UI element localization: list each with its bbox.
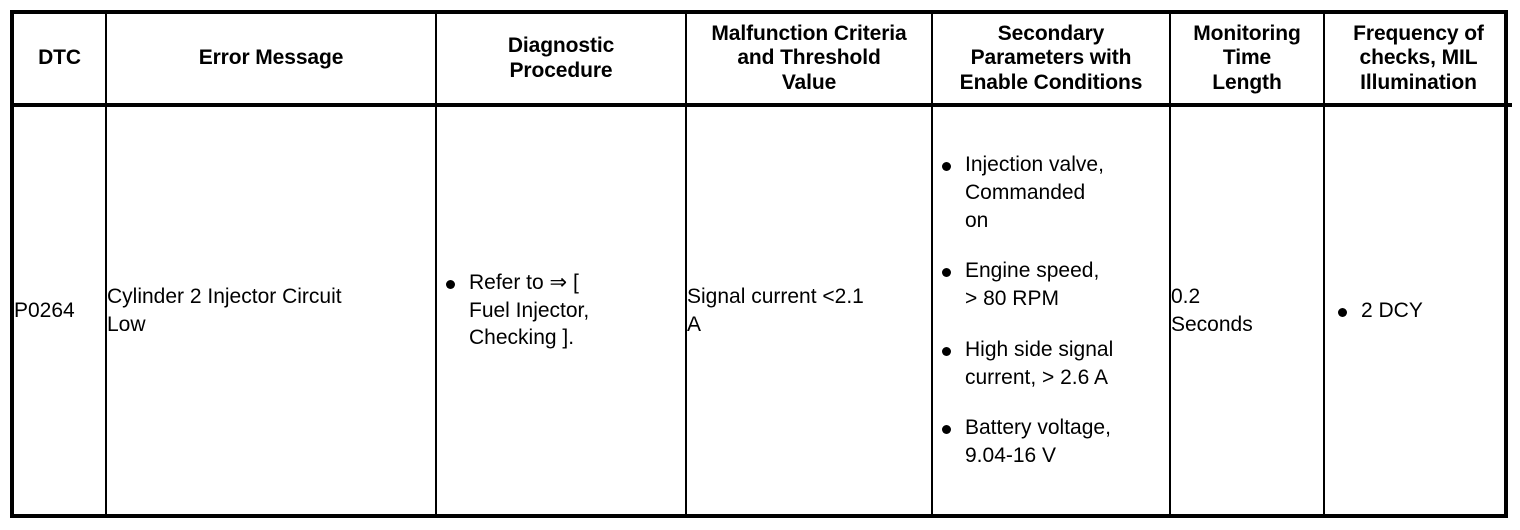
monitoring-time-line: 0.2: [1171, 284, 1201, 308]
cell-monitoring-time-length: 0.2 Seconds: [1169, 105, 1324, 514]
dtc-table: DTC Error Message Diagnostic Procedure M…: [14, 14, 1512, 514]
bullet-line: on: [965, 208, 989, 232]
error-message-line: Low: [107, 312, 146, 336]
bullet-icon: [942, 425, 951, 435]
column-header-malfunction-criteria: Malfunction Criteria and Threshold Value: [685, 14, 932, 107]
header-line: Diagnostic: [507, 34, 615, 58]
cell-secondary-parameters: Injection valve, Commanded on Engine spe…: [931, 105, 1170, 514]
cell-malfunction-criteria: Signal current <2.1 A: [685, 105, 932, 514]
header-line: Time: [1222, 46, 1272, 70]
bullet-text: Injection valve, Commanded on: [965, 151, 1169, 234]
header-line: Error Message: [198, 46, 344, 70]
monitoring-time-line: Seconds: [1171, 312, 1253, 336]
column-header-error-message: Error Message: [105, 14, 436, 107]
header-line: DTC: [38, 46, 81, 70]
malfunction-line: Signal current <2.1: [687, 284, 864, 308]
bullet-line: Checking ].: [469, 326, 575, 350]
bullet-line: Injection valve,: [965, 153, 1104, 177]
list-item: Injection valve, Commanded on: [933, 151, 1169, 234]
list-item: High side signal current, > 2.6 A: [933, 336, 1169, 391]
table-row: P0264 Cylinder 2 Injector Circuit Low Re…: [14, 105, 1512, 514]
header-line: Procedure: [509, 58, 613, 82]
bullet-icon: [942, 346, 951, 356]
bullet-line: Engine speed,: [965, 259, 1100, 283]
list-item: 2 DCY: [1325, 297, 1512, 325]
cell-error-message: Cylinder 2 Injector Circuit Low: [105, 105, 436, 514]
header-line: Enable Conditions: [959, 70, 1143, 94]
secondary-parameters-bullet-list: Injection valve, Commanded on Engine spe…: [933, 151, 1169, 469]
header-line: Monitoring: [1193, 21, 1301, 45]
bullet-line: Refer to ⇒ [: [469, 270, 579, 294]
bullet-line: > 80 RPM: [965, 287, 1059, 311]
bullet-icon: [1338, 307, 1347, 317]
bullet-line: 9.04-16 V: [965, 444, 1057, 468]
header-line: checks, MIL: [1359, 46, 1478, 70]
table-body: P0264 Cylinder 2 Injector Circuit Low Re…: [14, 105, 1512, 514]
column-header-monitoring-time-length: Monitoring Time Length: [1169, 14, 1324, 107]
cell-dtc-code: P0264: [14, 105, 106, 514]
bullet-line: current, > 2.6 A: [965, 365, 1109, 389]
bullet-line: 2 DCY: [1361, 298, 1423, 322]
header-line: and Threshold: [737, 46, 881, 70]
bullet-icon: [942, 268, 951, 278]
header-line: Malfunction Criteria: [711, 21, 907, 45]
cell-frequency-mil: 2 DCY: [1323, 105, 1512, 514]
bullet-icon: [942, 162, 951, 172]
cell-diagnostic-procedure: Refer to ⇒ [ Fuel Injector, Checking ].: [435, 105, 686, 514]
bullet-line: Fuel Injector,: [469, 298, 590, 322]
error-message-line: Cylinder 2 Injector Circuit: [107, 284, 342, 308]
column-header-dtc: DTC: [14, 14, 106, 107]
header-line: Frequency of: [1353, 21, 1484, 45]
column-header-frequency-mil: Frequency of checks, MIL Illumination: [1323, 14, 1512, 107]
list-item: Battery voltage, 9.04-16 V: [933, 414, 1169, 469]
bullet-line: High side signal: [965, 337, 1114, 361]
header-line: Illumination: [1360, 70, 1477, 94]
header-line: Length: [1212, 70, 1282, 94]
bullet-text: Battery voltage, 9.04-16 V: [965, 414, 1169, 469]
header-line: Secondary: [997, 21, 1105, 45]
column-header-diagnostic-procedure: Diagnostic Procedure: [435, 14, 686, 107]
header-line: Parameters with: [970, 46, 1132, 70]
list-item: Engine speed, > 80 RPM: [933, 257, 1169, 312]
malfunction-line: A: [687, 312, 702, 336]
list-item: Refer to ⇒ [ Fuel Injector, Checking ].: [437, 269, 685, 352]
bullet-text: Refer to ⇒ [ Fuel Injector, Checking ].: [469, 269, 685, 352]
bullet-line: Battery voltage,: [965, 416, 1111, 440]
bullet-text: 2 DCY: [1361, 297, 1512, 325]
header-line: Value: [781, 70, 837, 94]
column-header-secondary-parameters: Secondary Parameters with Enable Conditi…: [931, 14, 1170, 107]
bullet-text: Engine speed, > 80 RPM: [965, 257, 1169, 312]
table-header: DTC Error Message Diagnostic Procedure M…: [14, 14, 1512, 107]
header-row: DTC Error Message Diagnostic Procedure M…: [14, 14, 1512, 107]
dtc-code: P0264: [14, 298, 75, 322]
bullet-text: High side signal current, > 2.6 A: [965, 336, 1169, 391]
diagnostic-bullet-list: Refer to ⇒ [ Fuel Injector, Checking ].: [437, 269, 685, 352]
dtc-table-container: DTC Error Message Diagnostic Procedure M…: [10, 10, 1512, 518]
bullet-line: Commanded: [965, 180, 1086, 204]
bullet-icon: [446, 279, 455, 289]
frequency-bullet-list: 2 DCY: [1325, 297, 1512, 325]
